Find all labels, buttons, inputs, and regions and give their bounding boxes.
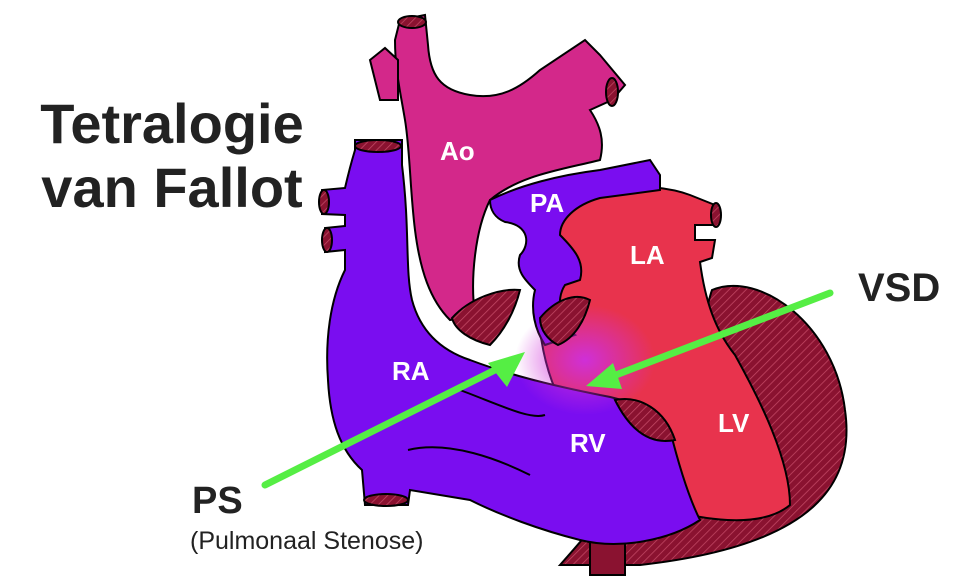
diagram-title: Tetralogie van Fallot (22, 92, 322, 220)
vessel-end (711, 203, 721, 227)
label-ra: RA (392, 356, 430, 386)
vsd-mixing-zone (515, 305, 655, 415)
label-pa: PA (530, 188, 564, 218)
vessel-end (398, 16, 426, 28)
label-lv: LV (718, 408, 750, 438)
label-ps-full: (Pulmonaal Stenose) (190, 527, 423, 556)
label-ao: Ao (440, 136, 475, 166)
vessel-end (364, 494, 408, 506)
vessel-end (322, 228, 332, 252)
aorta-branch-left (370, 48, 398, 100)
vessel-end (606, 78, 618, 106)
title-line-1: Tetralogie (22, 92, 322, 156)
label-ps: PS (192, 480, 243, 523)
vessel-end (355, 140, 401, 152)
title-line-2: van Fallot (22, 156, 322, 220)
label-la: LA (630, 240, 665, 270)
label-rv: RV (570, 428, 606, 458)
label-vsd: VSD (858, 266, 940, 311)
